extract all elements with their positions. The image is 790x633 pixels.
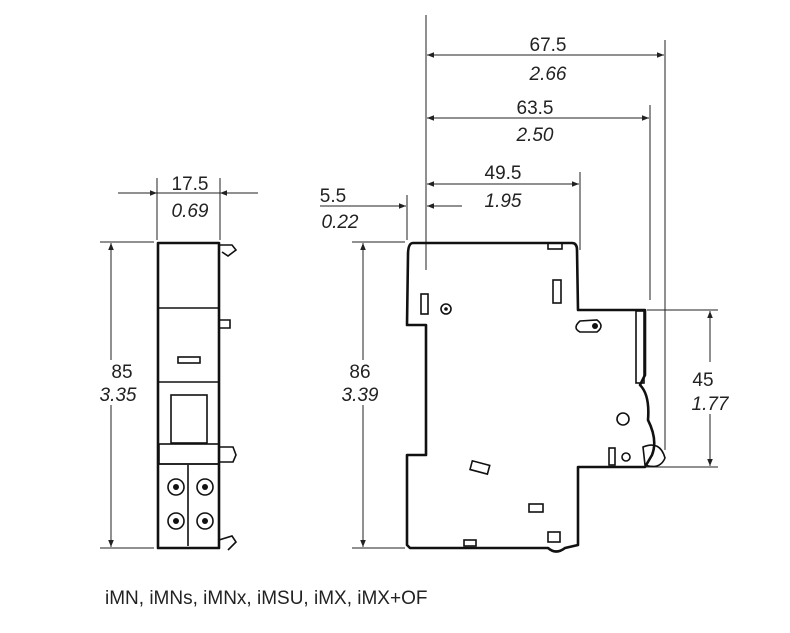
depth-total-in: 2.66	[529, 64, 567, 85]
caption: iMN, iMNs, iMNx, iMSU, iMX, iMX+OF	[105, 588, 427, 609]
front-width-in: 0.69	[172, 201, 209, 222]
front-height-in: 1.77	[692, 394, 730, 415]
depth-mid-mm: 63.5	[517, 98, 554, 119]
side-height-in: 3.39	[342, 385, 379, 406]
side-height-mm: 86	[349, 362, 370, 383]
offset-mm: 5.5	[320, 186, 346, 207]
depth-total-mm: 67.5	[530, 35, 567, 56]
terminal-screws	[167, 478, 214, 530]
depth-front-mm: 49.5	[485, 163, 522, 184]
front-height-in: 3.35	[100, 385, 137, 406]
depth-front-in: 1.95	[485, 191, 522, 212]
depth-mid-in: 2.50	[516, 125, 554, 146]
front-height-mm: 45	[692, 370, 713, 391]
front-height-mm: 85	[111, 362, 132, 383]
front-width-mm: 17.5	[172, 174, 209, 195]
side-view: 67.5 2.66 63.5 2.50 49.5 1.95 5.5 0.22 8…	[320, 15, 730, 553]
offset-in: 0.22	[322, 212, 359, 233]
front-view: 17.5 0.69 85 3.35	[100, 174, 258, 551]
